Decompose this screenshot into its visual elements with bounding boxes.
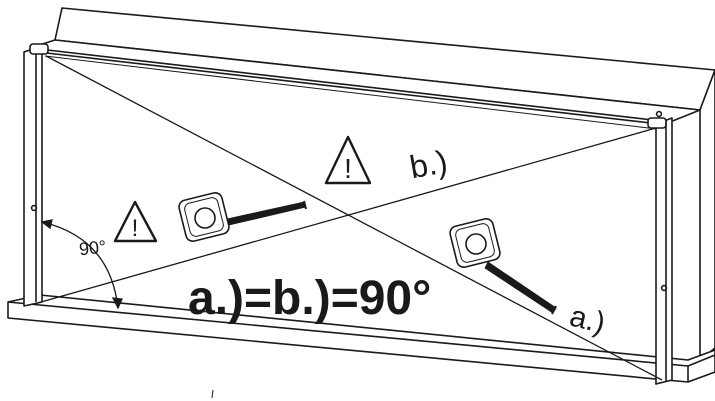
- tape-measure-icon: [178, 191, 307, 243]
- tape-measure-icon: [449, 217, 557, 315]
- cabinet-right-post: [647, 110, 673, 385]
- warning-symbol-1: !: [344, 153, 352, 184]
- cabinet-back-panel: [54, 7, 715, 361]
- equation-label: a.)=b.)=90°: [188, 272, 431, 325]
- warning-symbol-2: !: [132, 215, 139, 242]
- diagonal-a-line: [45, 55, 663, 381]
- stray-tick: [211, 389, 214, 399]
- cabinet-top-rail: [29, 39, 701, 131]
- diagonal-a-label: a.): [566, 300, 608, 340]
- diagonal-lines: [33, 55, 663, 381]
- angle-label: 90°: [78, 237, 107, 260]
- diagonal-b-label: b.): [407, 143, 450, 185]
- right-angle-arc: [40, 219, 123, 310]
- cabinet-left-post: [23, 43, 49, 307]
- cabinet-right-side-face: [699, 69, 715, 361]
- warning-triangle-icon: !: [324, 135, 372, 185]
- cabinet-base-board: [7, 294, 715, 383]
- warning-triangle-icon: !: [113, 200, 158, 243]
- diagonal-b-line: [33, 127, 657, 305]
